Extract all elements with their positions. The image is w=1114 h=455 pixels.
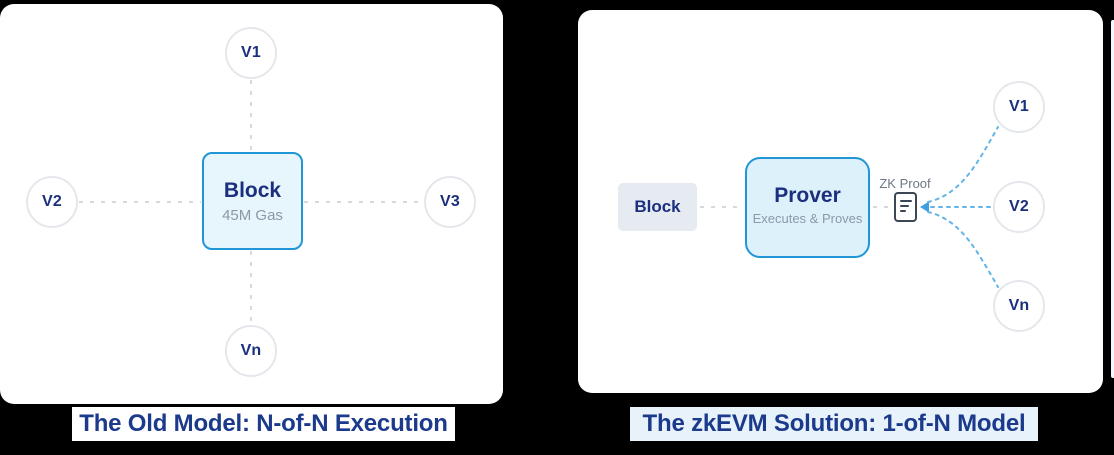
validator-node-vn: Vn — [225, 325, 277, 377]
zkevm-connector-lines — [700, 126, 999, 288]
branch-arrowhead-icon — [920, 201, 929, 213]
old-model-connector-lines — [79, 80, 423, 324]
block-node: Block — [618, 183, 697, 231]
next-slide-edge — [1111, 20, 1114, 378]
caption-text: The Old Model: N-of-N Execution — [79, 410, 448, 437]
validator-label: V2 — [1009, 198, 1029, 215]
old-model-caption: The Old Model: N-of-N Execution — [72, 407, 455, 441]
validator-node-v3: V3 — [424, 176, 476, 228]
validator-node-v2: V2 — [993, 181, 1045, 233]
zkevm-solution-panel: Block Prover Executes & Proves ZK Proof … — [578, 10, 1103, 393]
block-label: Block — [634, 197, 681, 216]
validator-node-v2: V2 — [26, 176, 78, 228]
caption-text: The zkEVM Solution: 1-of-N Model — [642, 410, 1026, 437]
prover-label: Prover — [774, 183, 841, 207]
prover-sublabel: Executes & Proves — [752, 210, 863, 226]
validator-node-vn: Vn — [993, 280, 1045, 332]
validator-label: Vn — [1008, 297, 1030, 314]
zk-proof-document-icon — [894, 192, 917, 222]
validator-label: V1 — [241, 44, 261, 61]
zkevm-solution-caption: The zkEVM Solution: 1-of-N Model — [630, 407, 1038, 441]
validator-node-v1: V1 — [225, 27, 277, 79]
old-model-panel: V1 V2 V3 Vn Block 45M Gas — [0, 4, 503, 404]
validator-node-v1: V1 — [993, 81, 1045, 133]
validator-label: V3 — [440, 193, 460, 210]
validator-label: V2 — [42, 193, 62, 210]
prover-node: Prover Executes & Proves — [745, 157, 870, 258]
validator-label: V1 — [1009, 98, 1029, 115]
block-gas-sublabel: 45M Gas — [222, 206, 283, 224]
zk-proof-label: ZK Proof — [879, 176, 931, 191]
validator-label: Vn — [240, 342, 262, 359]
block-label: Block — [223, 178, 282, 202]
block-node: Block 45M Gas — [202, 152, 303, 250]
